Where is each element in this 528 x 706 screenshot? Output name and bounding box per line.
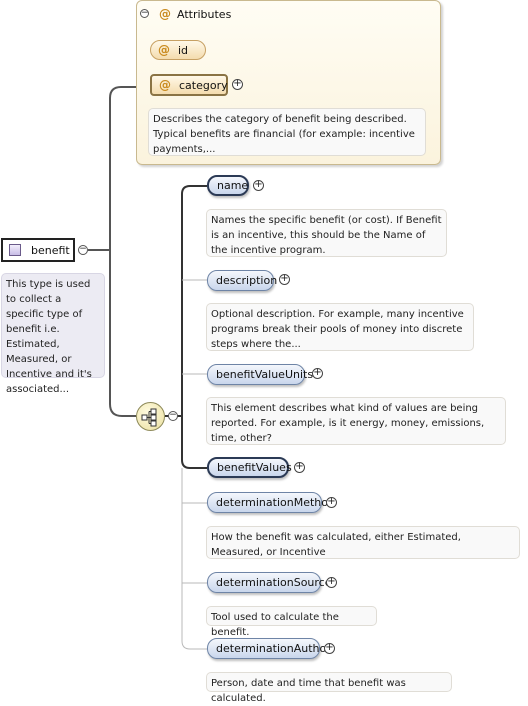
determinationSource-documentation: Tool used to calculate the benefit. — [206, 606, 377, 638]
connector-optional-trunk — [181, 468, 207, 650]
root-element-label: benefit — [31, 243, 70, 257]
benefitValueUnits-expand-button[interactable]: + — [312, 367, 323, 379]
attribute-icon: @ — [159, 7, 171, 21]
connector-benefitValues — [181, 416, 207, 469]
category-expand-button[interactable]: + — [232, 78, 243, 90]
attributes-collapse-button[interactable]: − — [140, 8, 149, 18]
attributes-title: Attributes — [177, 7, 232, 21]
connector-attributes — [88, 86, 136, 251]
determinationMethod-expand-button[interactable]: + — [326, 496, 337, 508]
determinationMethod-documentation: How the benefit was calculated, either E… — [206, 526, 520, 559]
name-expand-button[interactable]: + — [253, 179, 264, 191]
name-documentation: Names the specific benefit (or cost). If… — [206, 209, 447, 257]
element-description[interactable]: description — [207, 270, 277, 291]
complex-type-icon — [9, 244, 21, 256]
attribute-category[interactable]: @ category — [150, 74, 228, 96]
root-element-benefit[interactable]: benefit — [1, 238, 75, 262]
determinationAuthor-expand-button[interactable]: + — [324, 642, 335, 654]
sequence-compositor[interactable] — [136, 402, 165, 431]
root-documentation: This type is used to collect a specific … — [1, 273, 105, 395]
category-documentation: Describes the category of benefit being … — [148, 108, 426, 156]
connector-sequence — [109, 250, 136, 417]
attribute-label: category — [179, 78, 228, 92]
attribute-icon: @ — [158, 43, 170, 57]
element-determinationAuthor[interactable]: determinationAuthor — [207, 638, 331, 659]
element-benefitValues[interactable]: benefitValues — [207, 457, 292, 478]
benefitValues-expand-button[interactable]: + — [294, 461, 305, 473]
root-collapse-button[interactable]: − — [78, 244, 88, 255]
attribute-label: id — [178, 43, 189, 57]
element-name[interactable]: name — [207, 175, 249, 196]
determinationSource-expand-button[interactable]: + — [326, 576, 337, 588]
element-benefitValueUnits[interactable]: benefitValueUnits — [207, 364, 313, 385]
benefitValueUnits-documentation: This element describes what kind of valu… — [206, 397, 506, 445]
determinationAuthor-documentation: Person, date and time that benefit was c… — [206, 672, 452, 704]
attribute-icon: @ — [159, 78, 171, 92]
attributes-header: @ Attributes — [159, 7, 231, 21]
attribute-id[interactable]: @ id — [150, 40, 206, 60]
description-expand-button[interactable]: + — [279, 273, 290, 285]
description-documentation: Optional description. For example, many … — [206, 303, 474, 351]
sequence-collapse-button[interactable]: − — [168, 410, 178, 421]
sequence-icon — [141, 408, 157, 427]
element-determinationSource[interactable]: determinationSource — [207, 572, 332, 593]
connector-name — [165, 185, 207, 417]
element-determinationMethod[interactable]: determinationMethod — [207, 492, 335, 513]
